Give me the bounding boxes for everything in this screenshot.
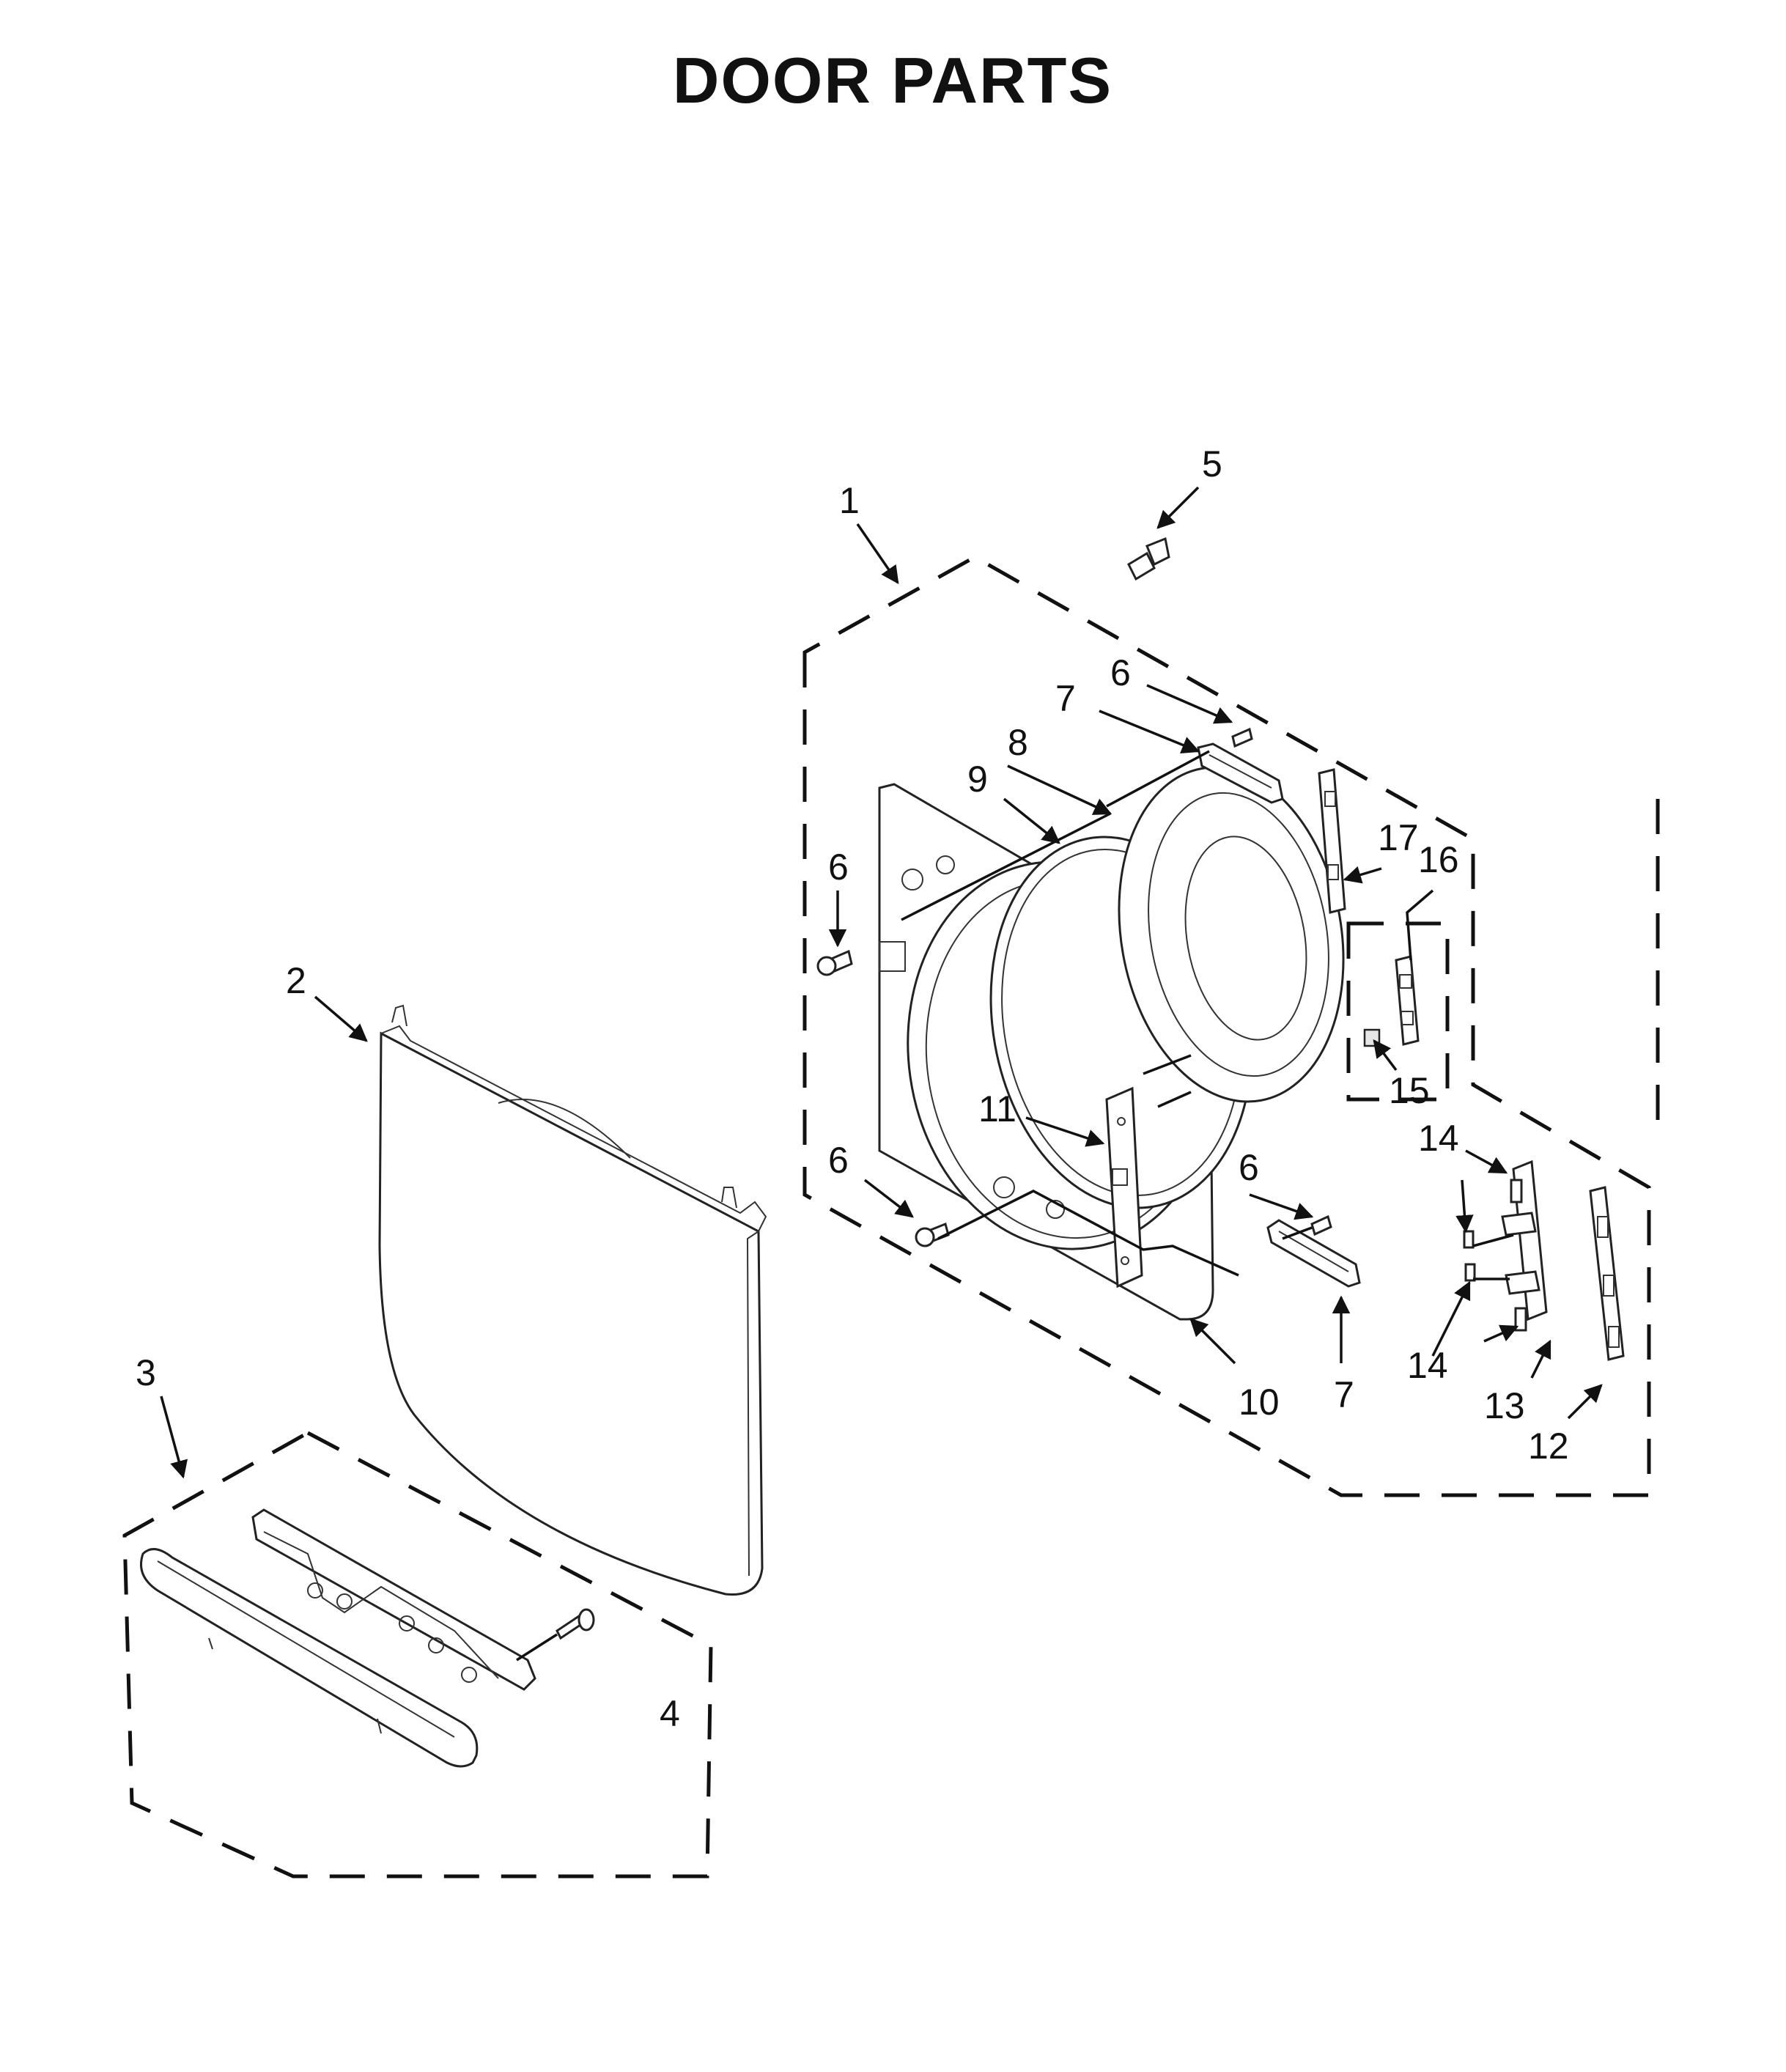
door-handle bbox=[140, 1548, 479, 1768]
outer-door-panel bbox=[378, 1004, 767, 1596]
callout-1: 1 bbox=[839, 480, 860, 521]
callout-15: 15 bbox=[1389, 1070, 1430, 1111]
hinge-plate-12 bbox=[1589, 1186, 1625, 1361]
callout-6b: 6 bbox=[828, 847, 849, 888]
door-latch-strip bbox=[1105, 1086, 1143, 1288]
page-title: DOOR PARTS bbox=[673, 44, 1112, 117]
callout-6c: 6 bbox=[828, 1140, 849, 1181]
hinge-pin-14 bbox=[1463, 1230, 1476, 1282]
door-hinge-13 bbox=[1501, 1159, 1548, 1332]
handle-screw bbox=[516, 1608, 595, 1662]
callout-6d: 6 bbox=[1239, 1147, 1259, 1188]
hinge-cover-17 bbox=[1318, 768, 1346, 914]
callout-7b: 7 bbox=[1334, 1374, 1354, 1415]
leader-lines bbox=[160, 486, 1603, 1479]
assembly-1-boundary bbox=[802, 555, 1660, 1497]
callout-14b: 14 bbox=[1407, 1345, 1448, 1386]
screw-6a bbox=[1231, 727, 1253, 748]
callout-5: 5 bbox=[1202, 443, 1222, 484]
callout-7a: 7 bbox=[1055, 678, 1076, 719]
callout-16: 16 bbox=[1418, 839, 1459, 880]
callout-14a: 14 bbox=[1418, 1118, 1459, 1159]
callout-17: 17 bbox=[1378, 817, 1419, 858]
callout-12: 12 bbox=[1528, 1426, 1569, 1467]
assembly-3-boundary bbox=[122, 1431, 713, 1879]
screw-6d bbox=[1310, 1214, 1332, 1236]
door-glass bbox=[1118, 766, 1345, 1103]
callout-9: 9 bbox=[967, 759, 988, 800]
callout-2: 2 bbox=[286, 960, 306, 1001]
callout-11: 11 bbox=[978, 1088, 1016, 1129]
callout-6a: 6 bbox=[1110, 652, 1131, 693]
screw-6c bbox=[915, 1222, 950, 1247]
callout-labels: 1 2 3 4 5 6 6 6 6 7 7 8 9 10 11 12 13 14… bbox=[136, 443, 1569, 1734]
screw-6b bbox=[816, 949, 853, 976]
callout-8: 8 bbox=[1008, 722, 1028, 763]
callout-3: 3 bbox=[136, 1352, 156, 1393]
callout-13: 13 bbox=[1484, 1385, 1525, 1426]
handle-bracket bbox=[251, 1508, 536, 1691]
callout-10: 10 bbox=[1239, 1382, 1280, 1423]
screw-5 bbox=[1127, 537, 1170, 581]
hinge-bracket-top bbox=[1197, 742, 1284, 804]
callout-4: 4 bbox=[660, 1693, 680, 1734]
door-latch-16 bbox=[1395, 955, 1420, 1046]
